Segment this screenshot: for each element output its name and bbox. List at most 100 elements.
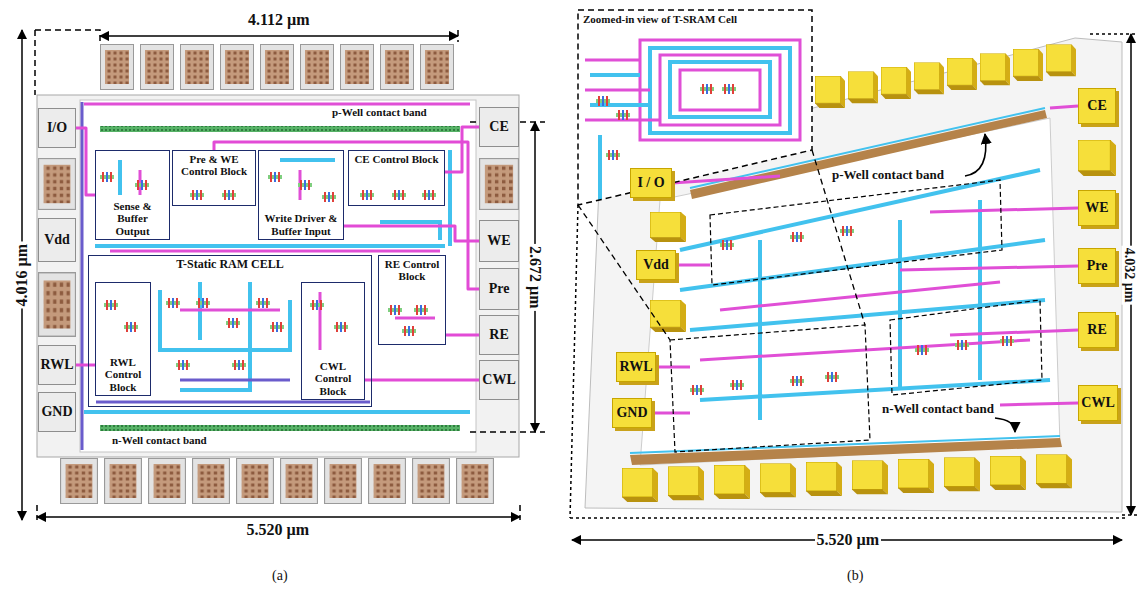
dashed-outline bbox=[35, 30, 100, 42]
transistor-symbol bbox=[135, 180, 149, 190]
bond-pad-3d bbox=[622, 468, 658, 502]
dashed-outline bbox=[1122, 514, 1137, 516]
pin-pad-3d: RWL bbox=[616, 352, 656, 382]
block-outline-dashed bbox=[670, 180, 1042, 452]
bond-pad bbox=[281, 459, 318, 504]
metal-wire-magenta bbox=[652, 412, 690, 415]
dimension-label: 5.520 µm bbox=[815, 531, 882, 549]
circuit-block: CE Control Block bbox=[348, 150, 445, 206]
pin-pad: RWL bbox=[38, 345, 76, 385]
bond-pad-3d bbox=[1013, 49, 1043, 81]
bond-pad bbox=[221, 45, 254, 90]
transistor-symbol bbox=[825, 372, 839, 382]
transistor-symbol bbox=[402, 326, 416, 336]
node-text: Vdd bbox=[643, 257, 669, 273]
zoom-inset bbox=[596, 96, 610, 106]
zoom-inset bbox=[616, 110, 630, 120]
dashed-outline bbox=[1090, 33, 1137, 35]
dimension-line bbox=[22, 30, 535, 520]
transistor-symbol bbox=[790, 232, 804, 242]
node-text: CE Control Block bbox=[352, 153, 440, 165]
circuit-block: RE Control Block bbox=[378, 255, 446, 345]
node-text: CWL bbox=[1081, 395, 1114, 411]
transistor-symbol bbox=[955, 340, 969, 350]
bond-pad-3d bbox=[668, 467, 704, 501]
transistor-symbol bbox=[1000, 336, 1014, 346]
node-text: I / O bbox=[637, 175, 664, 191]
bond-pad-3d bbox=[806, 462, 842, 496]
metal-wire-cyan bbox=[690, 300, 1045, 330]
signal-wire bbox=[76, 364, 95, 367]
bond-pad-3d bbox=[650, 212, 686, 242]
bond-pad-3d bbox=[914, 63, 944, 95]
dimension-line bbox=[572, 34, 1131, 540]
zoom-inset bbox=[578, 10, 812, 205]
node-text: T-Static RAM CELL bbox=[174, 258, 286, 271]
metal-wire-cyan bbox=[84, 150, 470, 412]
zoom-inset bbox=[670, 62, 770, 117]
metal-wire-cyan bbox=[160, 290, 290, 350]
transistor-symbol bbox=[222, 190, 236, 200]
metal-wire-magenta bbox=[700, 340, 1030, 360]
signal-wire bbox=[445, 127, 479, 172]
bond-pad-3d bbox=[650, 300, 686, 332]
circuit-block: T-Static RAM CELLRWL Control BlockCWL Co… bbox=[88, 255, 372, 407]
transistor-symbol bbox=[730, 380, 744, 390]
node-text: CWL Control Block bbox=[304, 360, 362, 397]
bond-pad-3d bbox=[990, 456, 1026, 490]
node-text: RE bbox=[489, 327, 508, 343]
bond-pad-3d bbox=[815, 76, 845, 108]
transistor-symbol bbox=[190, 190, 204, 200]
signal-wire bbox=[76, 128, 95, 195]
transistor-symbol bbox=[104, 300, 118, 310]
pin-pad-3d: WE bbox=[1078, 190, 1116, 226]
signal-wire bbox=[365, 379, 479, 382]
transistor-symbol bbox=[256, 298, 270, 308]
zoom-inset bbox=[680, 70, 760, 110]
bond-pad-3d bbox=[898, 459, 934, 493]
node-text: Pre bbox=[489, 281, 510, 297]
node-text: Write Driver & Buffer Input bbox=[261, 212, 341, 237]
bond-pad-3d bbox=[848, 72, 878, 104]
zoom-inset bbox=[578, 10, 812, 205]
metal-wire-magenta bbox=[180, 309, 280, 312]
metal-wire-magenta bbox=[720, 282, 1000, 310]
node-text: RE Control Block bbox=[381, 258, 443, 283]
pin-pad-3d: GND bbox=[612, 398, 652, 428]
transistor-symbol bbox=[790, 376, 804, 386]
pin-pad-3d: CWL bbox=[1078, 385, 1118, 421]
circuit-block: Sense & Buffer Output bbox=[95, 150, 170, 240]
block-outline-dashed bbox=[890, 300, 1042, 395]
signal-wire bbox=[344, 226, 479, 241]
bond-pad bbox=[39, 45, 519, 504]
pin-pad: RE bbox=[479, 315, 519, 355]
callout-arrow bbox=[995, 418, 1015, 432]
node-text: CE bbox=[1087, 98, 1106, 114]
bond-pad bbox=[381, 45, 414, 90]
bond-pad bbox=[101, 45, 134, 90]
transistor-symbol bbox=[166, 298, 180, 308]
bond-pad bbox=[193, 459, 230, 504]
zoom-inset bbox=[650, 48, 790, 133]
bond-pad-3d bbox=[760, 464, 796, 498]
metal-wire-cyan bbox=[758, 240, 762, 420]
bond-pad-3d bbox=[714, 465, 750, 499]
node-text: RE bbox=[1087, 322, 1106, 338]
zoom-inset bbox=[585, 40, 800, 200]
bond-pad-3d bbox=[1036, 455, 1072, 489]
transistor-symbol bbox=[232, 360, 246, 370]
signal-wire bbox=[446, 334, 479, 337]
pin-pad-3d: Pre bbox=[1078, 248, 1116, 284]
well-contact-band bbox=[100, 425, 460, 431]
node-text: CE bbox=[489, 119, 508, 135]
bond-pad-3d bbox=[1046, 45, 1076, 77]
dimension-label: 2.672 µm bbox=[526, 244, 544, 311]
callout-arrow bbox=[965, 134, 986, 176]
panel-label: (a) bbox=[272, 568, 288, 584]
circuit-block: Write Driver & Buffer Input bbox=[258, 150, 344, 240]
chip-frame bbox=[37, 95, 519, 457]
zoom-inset bbox=[722, 84, 736, 94]
metal-wire-purple bbox=[180, 379, 290, 382]
